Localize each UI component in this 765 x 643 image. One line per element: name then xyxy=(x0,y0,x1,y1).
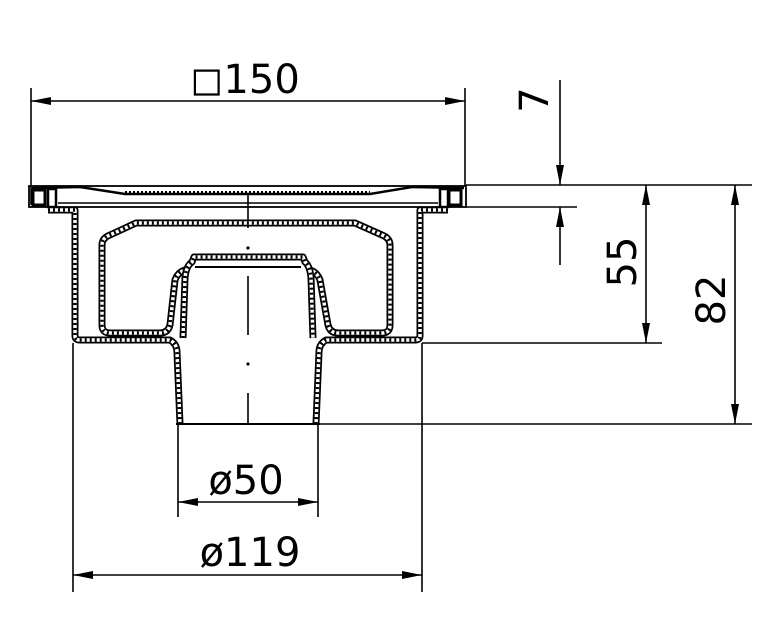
dimension-top-width: ◻150 xyxy=(190,57,300,103)
dimension-grate-thickness: 7 xyxy=(512,87,558,112)
extension-lines xyxy=(30,88,752,592)
odor-trap-bell xyxy=(98,219,394,339)
dimension-outlet-diameter: ø50 xyxy=(208,458,283,504)
dimension-body-diameter: ø119 xyxy=(200,530,301,576)
dimension-total-height: 82 xyxy=(689,275,735,326)
center-line xyxy=(246,195,250,424)
grate-frame xyxy=(28,185,467,209)
drain-body xyxy=(48,206,448,425)
dimension-lines xyxy=(31,80,739,579)
dimension-body-depth: 55 xyxy=(600,237,646,288)
